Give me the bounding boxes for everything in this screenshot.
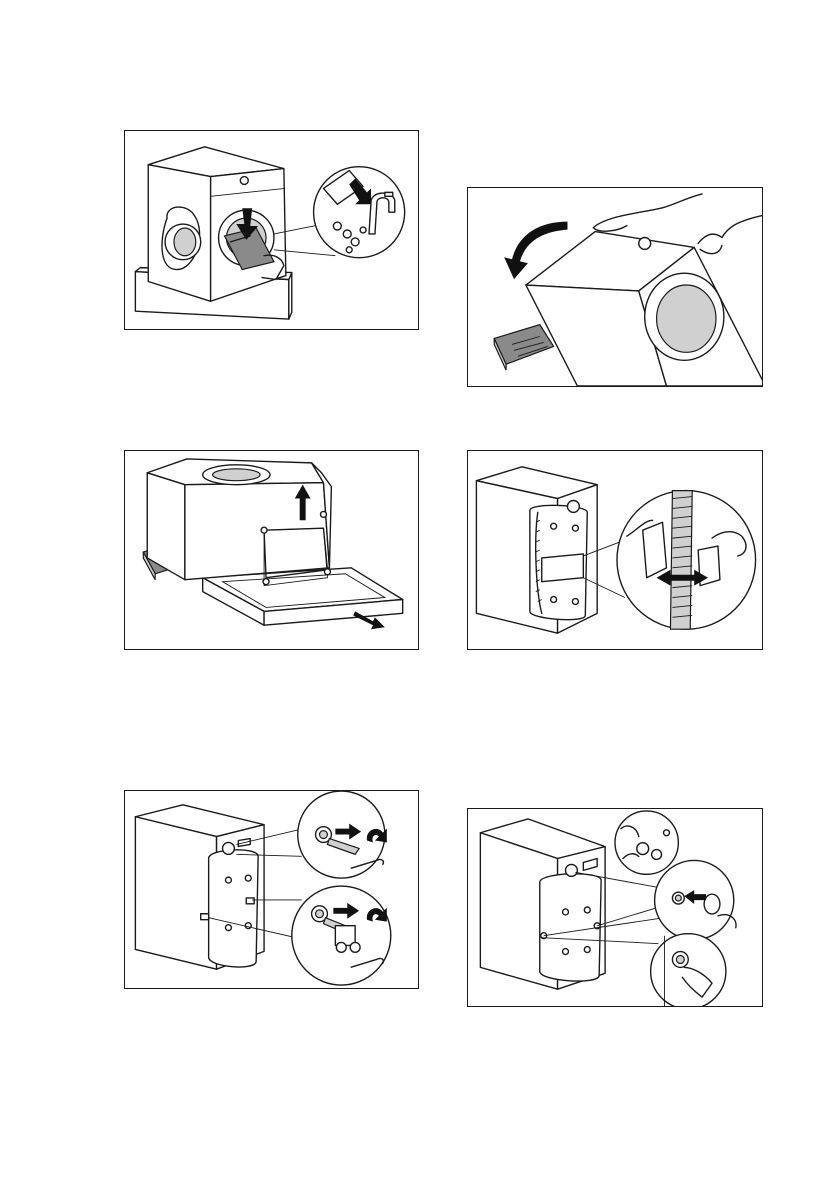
transit-bolts-illustration (125, 791, 418, 988)
illustration-tilt-machine (467, 187, 763, 387)
illustration-remove-hose-holder (467, 450, 763, 650)
illustration-lift-packaging-base (124, 450, 419, 650)
illustration-insert-plastic-caps (467, 808, 763, 1007)
plastic-caps-illustration (468, 809, 762, 1006)
finger-press-detail (651, 934, 726, 1006)
hose-holder-illustration (468, 451, 762, 649)
tilt-machine-illustration (468, 188, 762, 386)
caps-detail (615, 811, 678, 874)
lift-base-illustration (125, 451, 418, 649)
hand-left (593, 194, 702, 228)
illustration-unscrew-transit-bolts (124, 790, 419, 989)
illustration-remove-polystyrene (124, 130, 419, 330)
hand-right (698, 216, 761, 244)
washer-open-door-illustration (125, 131, 418, 329)
